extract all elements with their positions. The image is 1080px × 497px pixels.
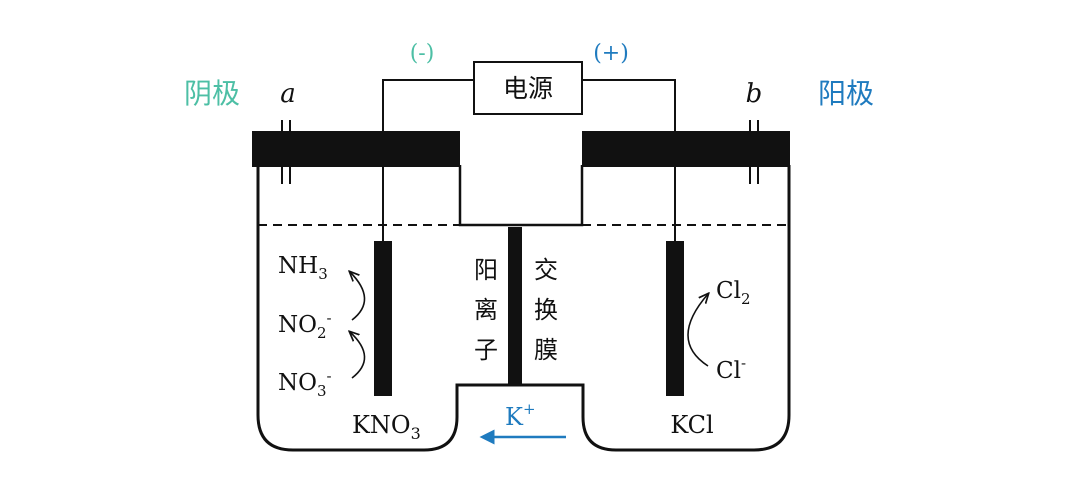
cation-exchange-membrane — [508, 227, 522, 386]
anode-electrode — [666, 241, 684, 396]
membrane-label-right: 交 换 膜 — [534, 256, 558, 364]
ion-flow-label: K+ — [505, 400, 536, 431]
species-no3: NO3- — [278, 367, 332, 400]
species-cl2: Cl2 — [716, 278, 751, 308]
arrow-cl-to-cl2 — [687, 294, 708, 367]
cathode-label: 阴极 — [184, 77, 240, 110]
anode-label: 阳极 — [818, 77, 874, 110]
arrow-no2-to-nh3 — [350, 272, 366, 321]
wire-negative — [382, 79, 474, 243]
membrane-char-4: 交 — [534, 256, 558, 284]
right-lid — [582, 131, 790, 167]
right-vent — [749, 120, 759, 184]
arrow-no3-to-no2 — [350, 332, 366, 379]
membrane-char-2: 离 — [474, 296, 498, 324]
wire-positive — [582, 79, 676, 243]
species-cl-minus: Cl- — [716, 354, 746, 384]
negative-terminal-label: (-) — [410, 41, 435, 66]
left-vent — [281, 120, 291, 184]
power-source-box — [473, 61, 583, 115]
species-nh3: NH3 — [278, 253, 328, 283]
membrane-char-3: 子 — [474, 336, 498, 364]
center-lid — [458, 165, 584, 227]
right-solution-label: KCl — [670, 411, 713, 439]
positive-terminal-label: (+) — [593, 41, 629, 66]
electrode-b-label: b — [746, 79, 763, 109]
membrane-char-6: 膜 — [534, 336, 558, 364]
left-lid — [252, 131, 460, 167]
cathode-electrode — [374, 241, 392, 396]
membrane-char-1: 阳 — [474, 256, 498, 284]
membrane-label-left: 阳 离 子 — [474, 256, 498, 364]
membrane-char-5: 换 — [534, 296, 558, 324]
power-source-label: 电源 — [503, 74, 553, 103]
left-solution-label: KNO3 — [352, 411, 421, 443]
electrode-a-label: a — [280, 79, 296, 109]
species-no2: NO2- — [278, 309, 332, 342]
